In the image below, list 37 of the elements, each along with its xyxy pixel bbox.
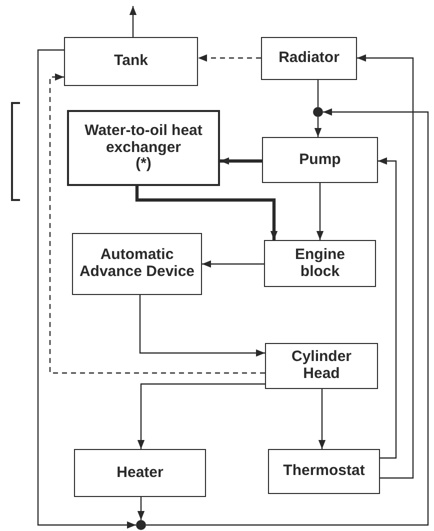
process-box xyxy=(64,37,198,86)
arrow xyxy=(135,186,278,240)
arrow xyxy=(202,260,264,268)
box-label: Pump xyxy=(299,152,341,168)
arrow xyxy=(137,383,265,449)
junction-dot xyxy=(313,107,323,117)
arrow xyxy=(139,295,265,357)
arrow xyxy=(220,157,262,165)
arrow xyxy=(137,497,145,520)
process-box xyxy=(72,233,202,295)
box-label: (*) xyxy=(136,156,152,174)
dashed-arrow xyxy=(49,73,265,374)
process-box xyxy=(74,449,206,497)
box-label: Cylinder Head xyxy=(290,349,352,383)
arrow xyxy=(37,49,136,529)
box-label: Water-to-oil heat exchanger xyxy=(84,122,204,156)
arrow xyxy=(378,157,397,459)
process-box xyxy=(261,37,357,80)
box-label: Engine block xyxy=(294,246,346,280)
process-box xyxy=(268,449,380,494)
junction-dot xyxy=(136,520,146,530)
box-label: Thermostat xyxy=(283,463,365,480)
box-label: Radiator xyxy=(278,50,340,67)
arrow xyxy=(318,389,326,449)
dashed-arrow xyxy=(198,54,261,62)
arrow xyxy=(129,6,137,37)
box-label: Tank xyxy=(114,53,148,70)
box-label: Heater xyxy=(116,464,164,482)
process-box xyxy=(265,343,378,389)
process-box xyxy=(264,240,376,287)
arrow xyxy=(316,183,324,240)
arrow xyxy=(146,108,429,526)
process-box xyxy=(262,137,378,183)
arrow xyxy=(357,54,414,479)
process-box xyxy=(67,110,220,186)
arrow xyxy=(314,117,322,137)
box-label: Automatic Advance Device xyxy=(78,247,196,281)
